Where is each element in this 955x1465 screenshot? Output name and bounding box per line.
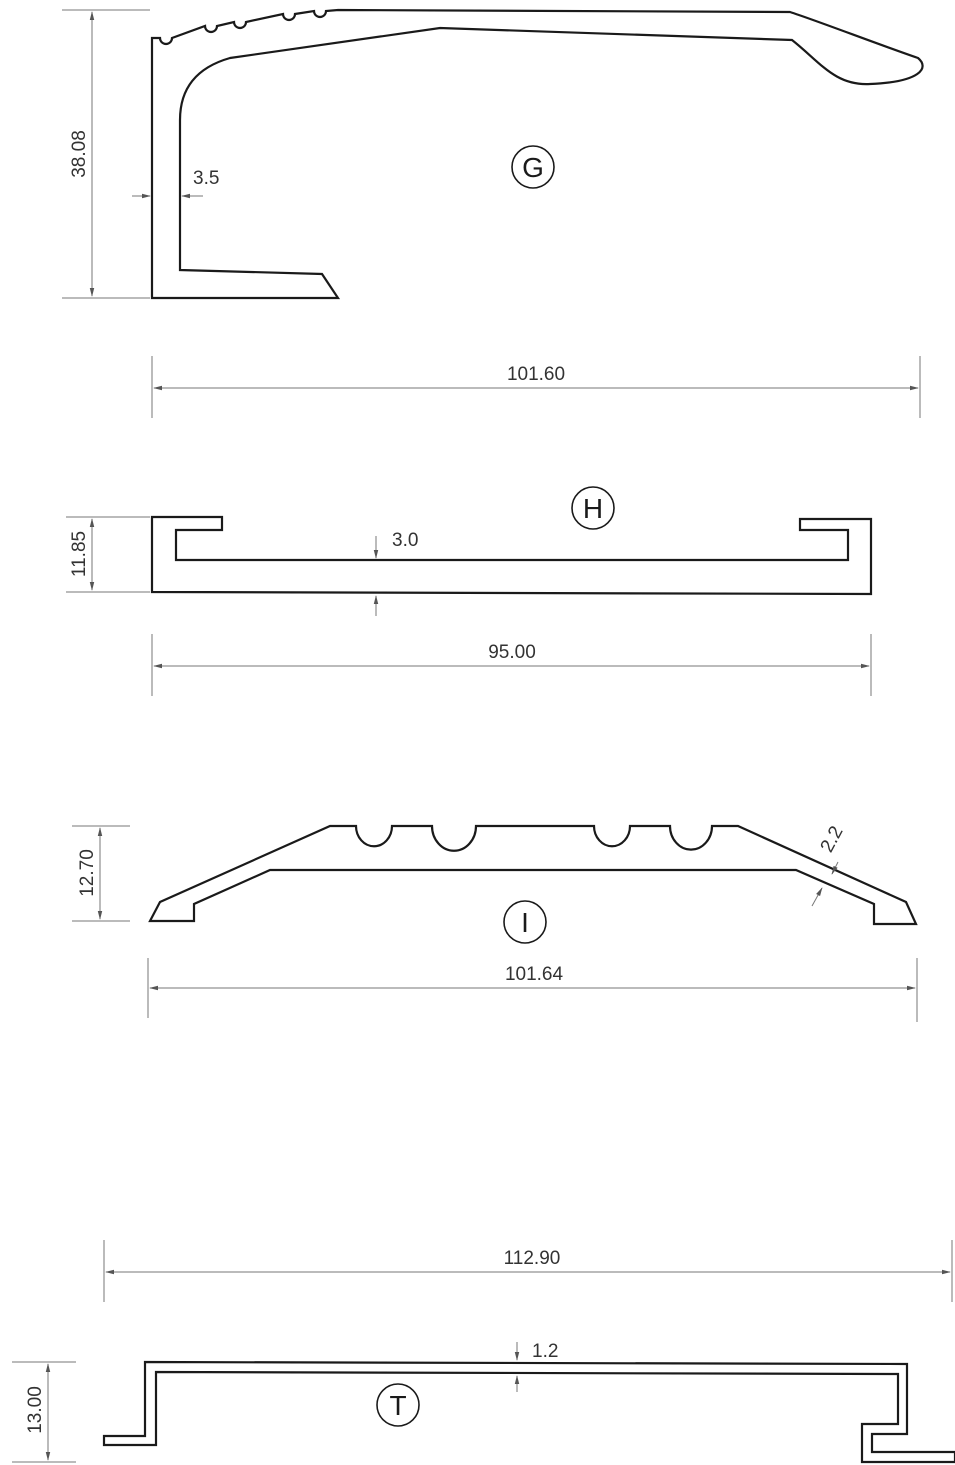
profile-g-outline: [150, 8, 924, 300]
profile-h-letter: H: [583, 493, 603, 524]
profile-i-letter-circle: [503, 900, 547, 944]
profile-g-letter-circle: [511, 145, 555, 189]
profile-i-letter: I: [521, 907, 529, 938]
profile-h-width-label: 95.00: [488, 642, 536, 663]
profile-h-letter-circle: [571, 486, 615, 530]
profile-g-height-label: 38.08: [69, 130, 90, 178]
profile-i-width-label: 101.64: [505, 964, 564, 985]
profile-t-outline: [102, 1360, 955, 1464]
profile-g-letter: G: [522, 152, 544, 183]
profile-g-thickness-label: 3.5: [193, 168, 219, 189]
profile-h-height-label: 11.85: [69, 531, 90, 577]
profile-h: 11.85 3.0 H 95.00: [66, 486, 873, 696]
profile-i-outline: [148, 824, 918, 926]
profile-t-letter: T: [389, 1390, 406, 1421]
profile-i: 12.70 2.2 I 101.64: [72, 823, 918, 1022]
profile-i-height-label: 12.70: [77, 849, 98, 897]
profile-g-width-label: 101.60: [507, 364, 565, 385]
profile-g: 38.08 3.5 G 101.60: [62, 8, 924, 418]
profile-t-thickness-label: 1.2: [532, 1341, 558, 1362]
profile-t: 112.90 13.00 1.2 T: [12, 1240, 955, 1464]
profile-h-thickness-label: 3.0: [392, 530, 418, 551]
profile-t-width-label: 112.90: [504, 1248, 561, 1269]
profile-t-letter-circle: [376, 1383, 420, 1427]
profile-h-outline: [150, 515, 873, 596]
profile-t-height-label: 13.00: [25, 1386, 46, 1434]
profile-i-thickness-label: 2.2: [817, 823, 848, 856]
